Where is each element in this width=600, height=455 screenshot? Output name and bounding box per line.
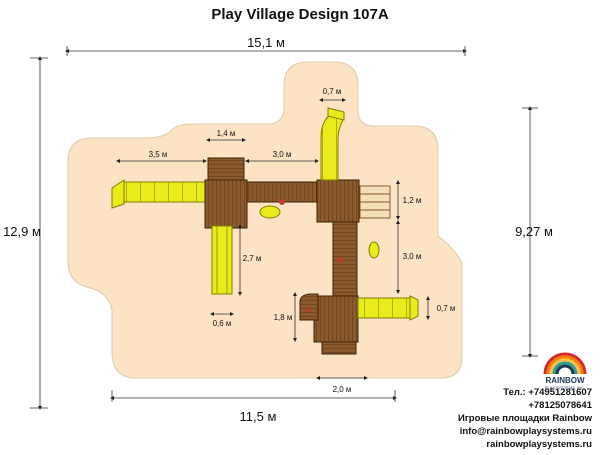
company-name: Игровые площадки Rainbow xyxy=(458,413,592,424)
vertical-walkway xyxy=(332,221,358,297)
right-tube-slide xyxy=(357,295,419,321)
dim-right-slide-width: 0,7 м xyxy=(437,304,456,313)
steering-wheel-icon xyxy=(279,199,285,205)
top-tube-slide xyxy=(320,107,345,181)
website-link[interactable]: rainbowplaysystems.ru xyxy=(486,439,592,450)
svg-text:PLAY SYSTEMS, INC.: PLAY SYSTEMS, INC. xyxy=(545,385,585,390)
telescope-icon xyxy=(368,241,380,259)
dim-left-slide-length: 2,7 м xyxy=(243,254,262,263)
lower-platform xyxy=(313,295,359,343)
dim-bridge-span: 3,0 м xyxy=(273,150,292,159)
safety-zone xyxy=(67,61,463,379)
dim-bottom-width: 11,5 м xyxy=(240,409,277,424)
dim-overall-width: 15,1 м xyxy=(247,35,285,50)
upper-left-platform xyxy=(204,179,248,229)
svg-text:RAINBOW: RAINBOW xyxy=(545,376,585,385)
dim-left-span: 3,5 м xyxy=(149,150,168,159)
dim-lower-platform: 1,8 м xyxy=(274,313,293,322)
dim-right-deck: 1,2 м xyxy=(403,196,422,205)
upper-right-platform xyxy=(316,179,360,223)
upper-roof xyxy=(207,157,245,181)
dim-top-slide-width: 0,7 м xyxy=(323,87,342,96)
contact-block: Тел.: +74951281607 +78125078641 Игровые … xyxy=(458,386,592,451)
dim-right-height: 9,27 м xyxy=(515,224,553,239)
left-straight-slide xyxy=(211,225,233,295)
dim-overall-height: 12,9 м xyxy=(3,224,41,239)
lower-steps xyxy=(321,341,357,355)
phone-2: +78125078641 xyxy=(528,400,592,411)
email-link[interactable]: info@rainbowplaysystems.ru xyxy=(459,426,592,437)
dim-platform-width: 1,4 м xyxy=(217,129,236,138)
panel-icon xyxy=(337,257,343,263)
dim-bottom-deck: 2,0 м xyxy=(333,385,352,394)
dim-vertical-span: 3,0 м xyxy=(403,252,422,261)
dome-icon xyxy=(259,205,281,219)
left-tube-slide xyxy=(111,179,207,209)
phone-1: Тел.: +74951281607 xyxy=(503,387,592,398)
diagram-title: Play Village Design 107A xyxy=(211,6,389,23)
rainbow-logo: RAINBOW PLAY SYSTEMS, INC. xyxy=(543,352,587,390)
dim-left-slide-width: 0,6 м xyxy=(213,319,232,328)
